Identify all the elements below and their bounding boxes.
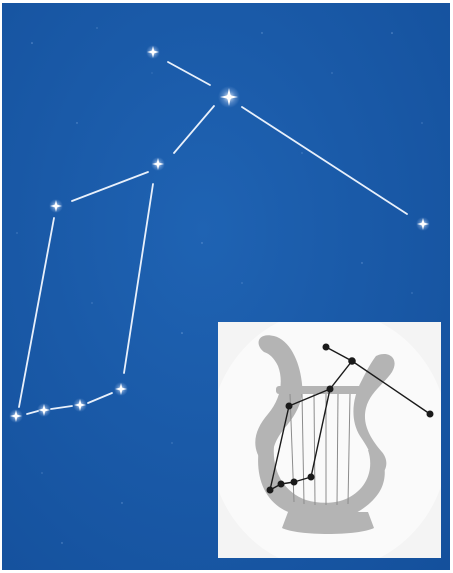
night-sky-photo (2, 3, 450, 570)
lyre-diagram (218, 322, 441, 558)
lyre-diagram-inset (218, 322, 441, 558)
